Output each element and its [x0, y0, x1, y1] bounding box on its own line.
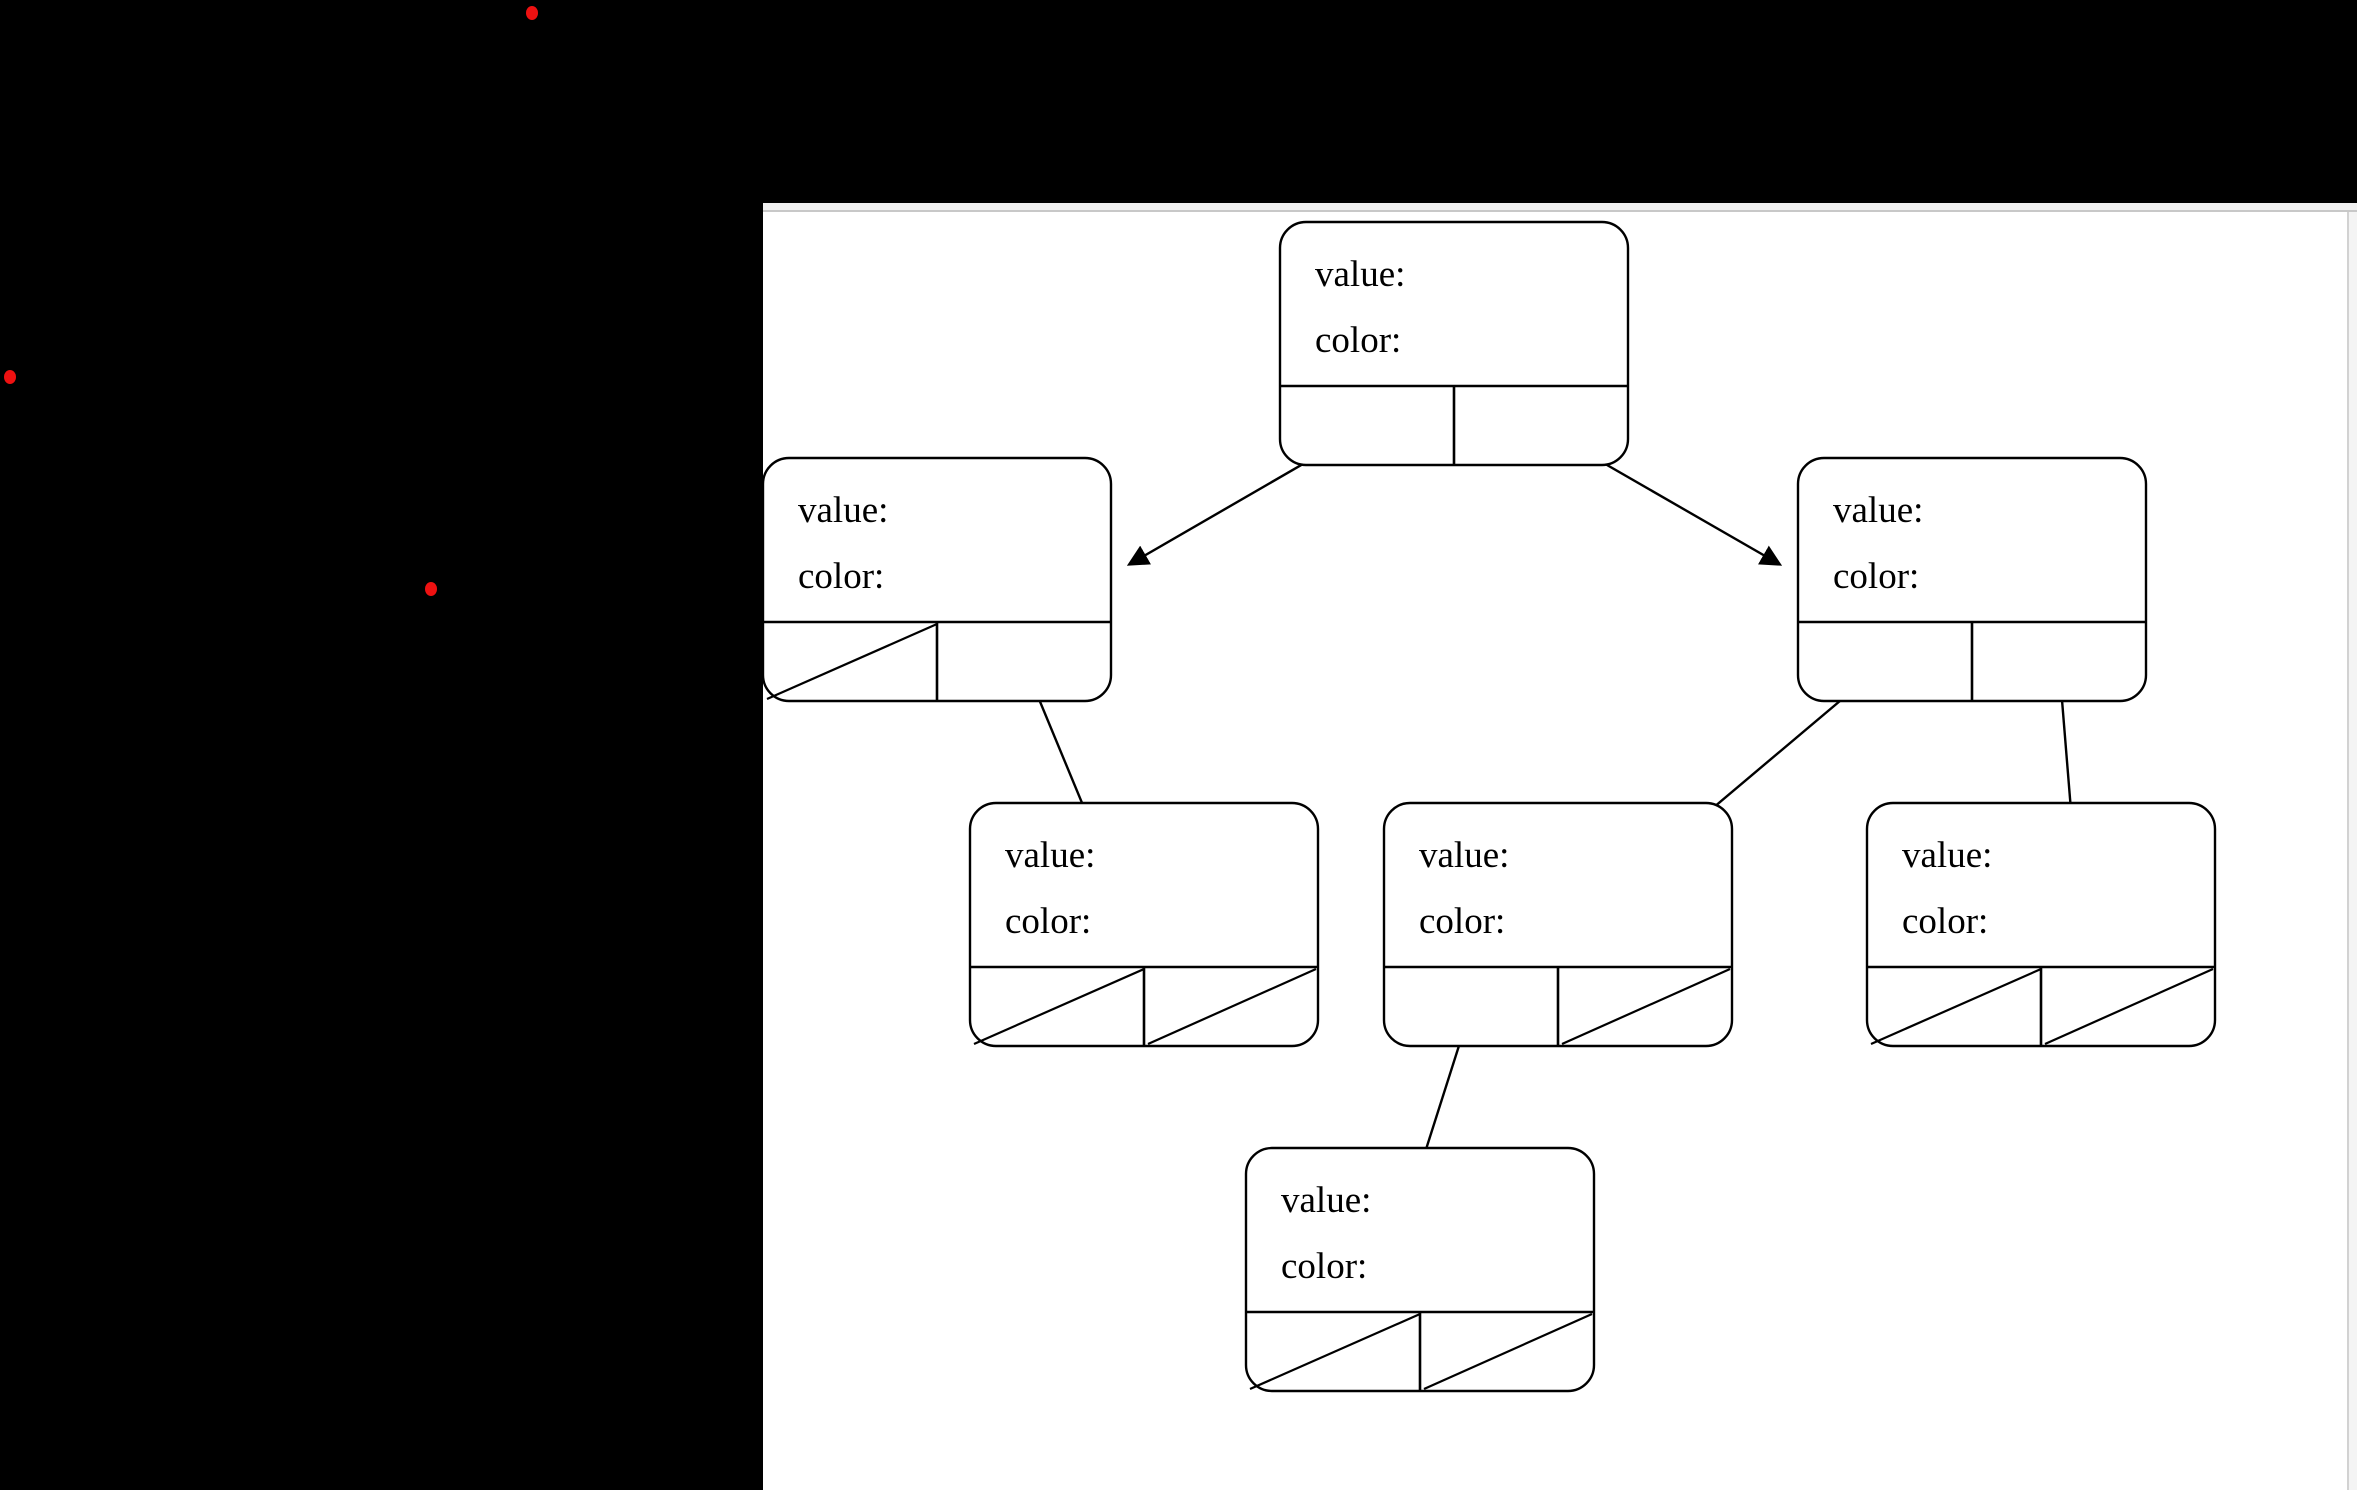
node-value-label: value: [1281, 1180, 1371, 1221]
tree-node-left-right[interactable]: value: color: [968, 801, 1320, 1048]
tree-node-right-right[interactable]: value: color: [1865, 801, 2217, 1048]
node-color-label: color: [1281, 1246, 1367, 1287]
node-value-label: value: [1902, 835, 1992, 876]
canvas-top-rule [763, 210, 2357, 212]
marker-dot-middle [425, 582, 437, 596]
null-pointer-slash-right [1423, 1312, 1593, 1391]
node-color-label: color: [1833, 556, 1919, 597]
null-pointer-slash-left [766, 622, 938, 701]
tree-node-root[interactable]: value: color: [1278, 220, 1630, 467]
tree-node-right[interactable]: value: color: [1796, 456, 2148, 703]
node-value-label: value: [1005, 835, 1095, 876]
null-pointer-slash-right [1147, 967, 1317, 1046]
marker-dot-left [4, 370, 16, 384]
canvas-sheet: value: color: value: color: value: color… [763, 212, 2348, 1490]
document-canvas[interactable]: value: color: value: color: value: color… [763, 203, 2357, 1490]
node-color-label: color: [798, 556, 884, 597]
node-color-label: color: [1315, 320, 1401, 361]
node-value-label: value: [1833, 490, 1923, 531]
null-pointer-slash-right [2044, 967, 2214, 1046]
canvas-scroll-rail[interactable] [2347, 212, 2349, 1490]
tree-node-deep-leaf[interactable]: value: color: [1244, 1146, 1596, 1393]
node-value-label: value: [1419, 835, 1509, 876]
null-pointer-slash-left [1249, 1312, 1421, 1391]
node-color-label: color: [1419, 901, 1505, 942]
binary-tree-diagram: value: color: value: color: value: color… [763, 220, 2217, 1393]
canvas-top-band [763, 203, 2357, 210]
node-value-label: value: [798, 490, 888, 531]
null-pointer-slash-left [1870, 967, 2042, 1046]
tree-node-left[interactable]: value: color: [763, 456, 1113, 703]
null-pointer-slash-right [1561, 967, 1731, 1046]
node-value-label: value: [1315, 254, 1405, 295]
node-color-label: color: [1005, 901, 1091, 942]
null-pointer-slash-left [973, 967, 1145, 1046]
marker-dot-top [526, 6, 538, 20]
tree-node-right-left[interactable]: value: color: [1382, 801, 1734, 1048]
node-color-label: color: [1902, 901, 1988, 942]
